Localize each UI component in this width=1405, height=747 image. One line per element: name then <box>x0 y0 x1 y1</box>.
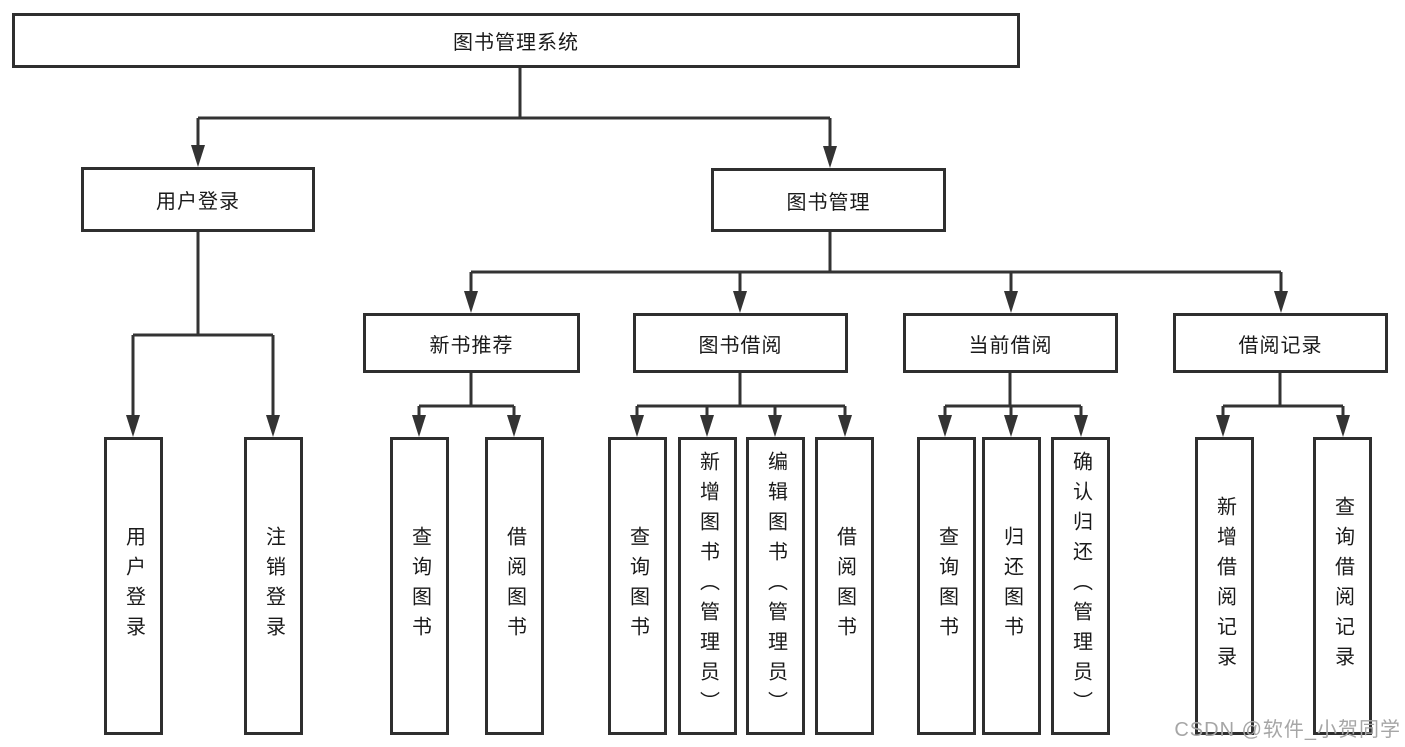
node-new-book-recommend: 新书推荐 <box>363 313 580 373</box>
leaf-edit-books-admin-label: 编辑图书︵管理员︶ <box>764 451 787 721</box>
leaf-logout: 注销登录 <box>244 437 303 735</box>
leaf-return-books: 归还图书 <box>982 437 1041 735</box>
connector-borrow-records-to-leaves <box>1216 373 1350 437</box>
node-current-borrowing-label: 当前借阅 <box>968 334 1053 357</box>
leaf-borrow-books-1: 借阅图书 <box>485 437 544 735</box>
leaf-query-borrow-record-label: 查询借阅记录 <box>1331 496 1354 676</box>
connector-book-mgmt-to-level3 <box>464 232 1288 313</box>
node-user-login-label: 用户登录 <box>156 191 240 213</box>
leaf-borrow-books-2-label: 借阅图书 <box>833 526 856 646</box>
node-new-book-recommend-label: 新书推荐 <box>429 334 514 357</box>
connector-book-borrow-to-leaves <box>630 373 852 437</box>
node-book-management: 图书管理 <box>711 168 946 232</box>
connector-root-to-level2 <box>191 68 837 168</box>
leaf-query-books-3: 查询图书 <box>917 437 976 735</box>
csdn-watermark: CSDN @软件_小贺同学 <box>1174 719 1401 741</box>
leaf-confirm-return-admin-label: 确认归还︵管理员︶ <box>1069 451 1092 721</box>
leaf-user-login: 用户登录 <box>104 437 163 735</box>
leaf-add-books-admin-label: 新增图书︵管理员︶ <box>696 451 719 721</box>
node-borrowing-records: 借阅记录 <box>1173 313 1388 373</box>
leaf-add-borrow-record-label: 新增借阅记录 <box>1213 496 1236 676</box>
node-current-borrowing: 当前借阅 <box>903 313 1118 373</box>
leaf-add-borrow-record: 新增借阅记录 <box>1195 437 1254 735</box>
connector-current-borrow-to-leaves <box>938 373 1088 437</box>
node-borrowing-records-label: 借阅记录 <box>1238 334 1323 357</box>
node-library-system: 图书管理系统 <box>12 13 1020 68</box>
node-user-login: 用户登录 <box>81 167 315 232</box>
leaf-return-books-label: 归还图书 <box>1000 526 1023 646</box>
leaf-query-books-2-label: 查询图书 <box>626 526 649 646</box>
leaf-query-books-3-label: 查询图书 <box>935 526 958 646</box>
leaf-edit-books-admin: 编辑图书︵管理员︶ <box>746 437 805 735</box>
leaf-query-borrow-record: 查询借阅记录 <box>1313 437 1372 735</box>
leaf-user-login-label: 用户登录 <box>122 526 145 646</box>
leaf-confirm-return-admin: 确认归还︵管理员︶ <box>1051 437 1110 735</box>
leaf-add-books-admin: 新增图书︵管理员︶ <box>678 437 737 735</box>
node-book-borrowing: 图书借阅 <box>633 313 848 373</box>
leaf-logout-label: 注销登录 <box>262 526 285 646</box>
leaf-query-books-1: 查询图书 <box>390 437 449 735</box>
node-library-system-label: 图书管理系统 <box>453 32 579 54</box>
node-book-management-label: 图书管理 <box>786 191 871 214</box>
connector-user-login-to-leaves <box>126 232 280 437</box>
leaf-query-books-2: 查询图书 <box>608 437 667 735</box>
connector-new-book-to-leaves <box>412 373 521 437</box>
node-book-borrowing-label: 图书借阅 <box>698 334 783 357</box>
leaf-borrow-books-1-label: 借阅图书 <box>503 526 526 646</box>
leaf-query-books-1-label: 查询图书 <box>408 526 431 646</box>
leaf-borrow-books-2: 借阅图书 <box>815 437 874 735</box>
